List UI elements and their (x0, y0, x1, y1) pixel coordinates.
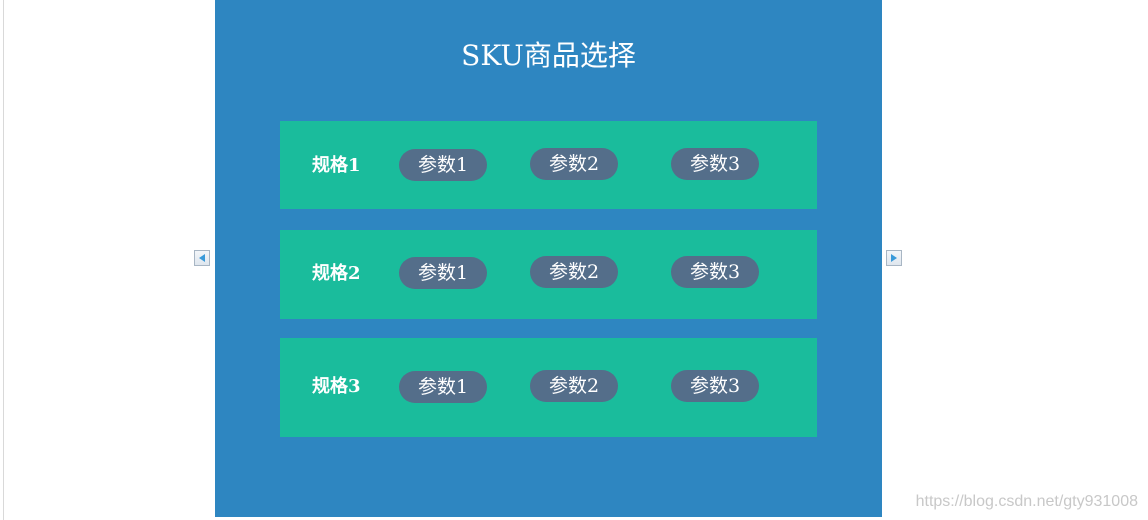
spec-label: 规格3 (312, 376, 361, 397)
left-border-line (3, 0, 4, 520)
next-button[interactable] (886, 250, 902, 266)
param-button[interactable]: 参数3 (671, 370, 759, 402)
param-button[interactable]: 参数3 (671, 148, 759, 180)
prev-button[interactable] (194, 250, 210, 266)
page-title: SKU商品选择 (461, 39, 636, 72)
param-button[interactable]: 参数1 (399, 149, 487, 181)
spec-label: 规格1 (312, 155, 361, 176)
param-button[interactable]: 参数2 (530, 256, 618, 288)
spec-label: 规格2 (312, 263, 361, 284)
watermark: https://blog.csdn.net/gty931008 (915, 493, 1138, 510)
param-button[interactable]: 参数2 (530, 148, 618, 180)
sku-panel: SKU商品选择 规格1 参数1 参数2 参数3 规格2 参数1 参数2 参数3 … (215, 0, 882, 517)
arrow-left-icon (199, 254, 205, 262)
spec-row: 规格3 参数1 参数2 参数3 (280, 338, 817, 437)
param-button[interactable]: 参数1 (399, 257, 487, 289)
arrow-right-icon (891, 254, 897, 262)
spec-row: 规格1 参数1 参数2 参数3 (280, 121, 817, 209)
param-button[interactable]: 参数1 (399, 371, 487, 403)
param-button[interactable]: 参数3 (671, 256, 759, 288)
spec-row: 规格2 参数1 参数2 参数3 (280, 230, 817, 319)
param-button[interactable]: 参数2 (530, 370, 618, 402)
